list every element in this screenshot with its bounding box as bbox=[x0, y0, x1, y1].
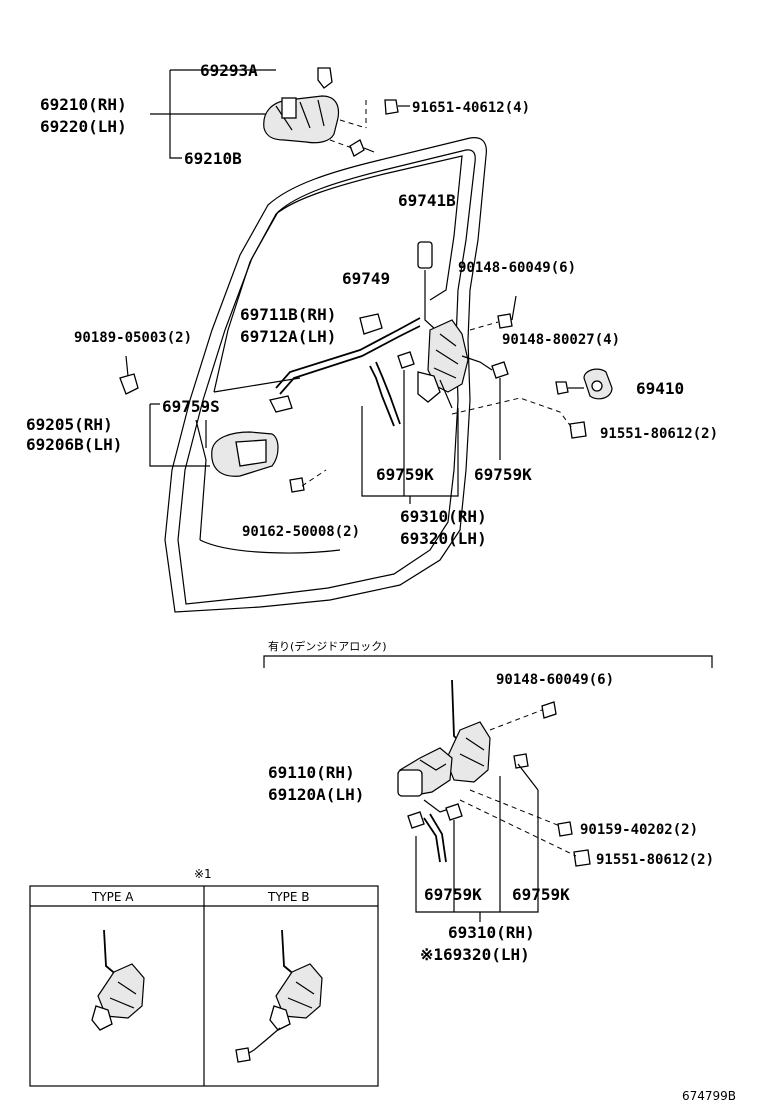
label-69206B-lh: 69206B(LH) bbox=[26, 435, 122, 454]
label-69711B: 69711B(RH) bbox=[240, 305, 336, 324]
door-lock-assembly-top bbox=[119, 241, 613, 504]
section-note: 有り(デンジドアロック) bbox=[268, 639, 387, 653]
diagram-id: 674799B bbox=[682, 1089, 736, 1103]
label-69293A: 69293A bbox=[200, 61, 258, 80]
label-90148-60049-bot: 90148-60049(6) bbox=[496, 672, 614, 688]
label-69759S: 69759S bbox=[162, 397, 220, 416]
label-69310-rh-top: 69310(RH) bbox=[400, 507, 487, 526]
label-69320-lh-bot: ※169320(LH) bbox=[420, 945, 530, 964]
outside-handle-assembly bbox=[150, 67, 410, 159]
section-bracket bbox=[263, 655, 713, 668]
label-69210-rh: 69210(RH) bbox=[40, 95, 127, 114]
label-69749: 69749 bbox=[342, 269, 390, 288]
label-69220-lh: 69220(LH) bbox=[40, 117, 127, 136]
label-91651: 91651-40612(4) bbox=[412, 100, 530, 116]
label-90148-80027: 90148-80027(4) bbox=[502, 332, 620, 348]
label-69410: 69410 bbox=[636, 379, 684, 398]
label-90189: 90189-05003(2) bbox=[74, 330, 192, 346]
door-lock-assembly-bottom bbox=[397, 679, 591, 922]
label-69759K-b: 69759K bbox=[474, 465, 532, 484]
part-labels: 69293A 69210(RH) 69220(LH) 69210B 91651-… bbox=[26, 61, 736, 1103]
label-69759K-a: 69759K bbox=[376, 465, 434, 484]
legend-mark: ※1 bbox=[194, 867, 212, 881]
label-69110-rh: 69110(RH) bbox=[268, 763, 355, 782]
label-69741B: 69741B bbox=[398, 191, 456, 210]
label-91551-bot: 91551-80612(2) bbox=[596, 852, 714, 868]
label-90159: 90159-40202(2) bbox=[580, 822, 698, 838]
label-type-b: TYPE B bbox=[267, 890, 310, 904]
label-91551-top: 91551-80612(2) bbox=[600, 426, 718, 442]
label-69205-rh: 69205(RH) bbox=[26, 415, 113, 434]
label-type-a: TYPE A bbox=[91, 890, 134, 904]
label-90162: 90162-50008(2) bbox=[242, 524, 360, 540]
type-legend-box bbox=[29, 885, 379, 1087]
label-69210B: 69210B bbox=[184, 149, 242, 168]
label-69759K-c: 69759K bbox=[424, 885, 482, 904]
label-69120A-lh: 69120A(LH) bbox=[268, 785, 364, 804]
label-69712A: 69712A(LH) bbox=[240, 327, 336, 346]
label-90148-60049-top: 90148-60049(6) bbox=[458, 260, 576, 276]
door-outline bbox=[164, 137, 487, 613]
label-69759K-d: 69759K bbox=[512, 885, 570, 904]
label-69310-rh-bot: 69310(RH) bbox=[448, 923, 535, 942]
label-69320-lh-top: 69320(LH) bbox=[400, 529, 487, 548]
